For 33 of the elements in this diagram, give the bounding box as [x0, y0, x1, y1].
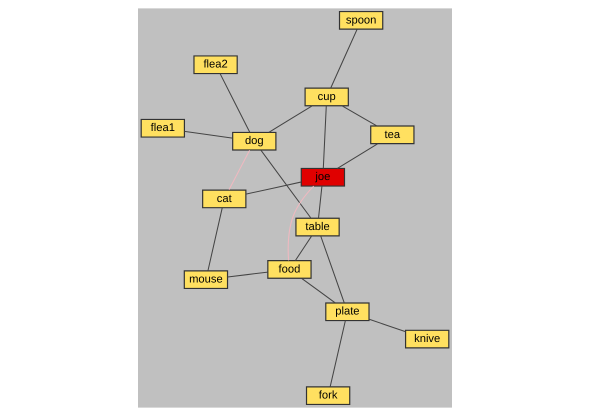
connector	[317, 186, 322, 218]
connector	[336, 143, 378, 169]
node-box: plate	[324, 302, 370, 322]
connector	[227, 272, 268, 278]
connector	[320, 236, 344, 303]
connector	[287, 186, 314, 260]
connector	[219, 74, 250, 133]
connector	[329, 320, 346, 387]
node-box: knive	[404, 330, 449, 349]
node-box: spoon	[338, 10, 383, 30]
node-box: table	[294, 218, 340, 236]
connector	[368, 318, 406, 332]
node-box: dog	[232, 132, 276, 151]
connector	[300, 278, 335, 304]
connector	[294, 236, 312, 261]
node-box: tea	[370, 125, 414, 144]
node-box: cup	[304, 88, 348, 106]
connector	[342, 105, 377, 126]
node-box: joe	[300, 168, 345, 187]
connector	[330, 29, 358, 88]
node-box: flea2	[192, 55, 238, 74]
node-box: cat	[202, 190, 246, 208]
connector	[206, 208, 222, 271]
connector	[268, 105, 312, 133]
connector	[322, 106, 326, 168]
connector	[245, 182, 301, 195]
connector	[228, 150, 250, 190]
node-box: food	[266, 260, 312, 279]
node-box: mouse	[183, 270, 228, 290]
connector	[260, 150, 311, 218]
connector	[184, 130, 232, 139]
node-box: fork	[305, 386, 350, 406]
node-box: flea1	[140, 118, 185, 138]
